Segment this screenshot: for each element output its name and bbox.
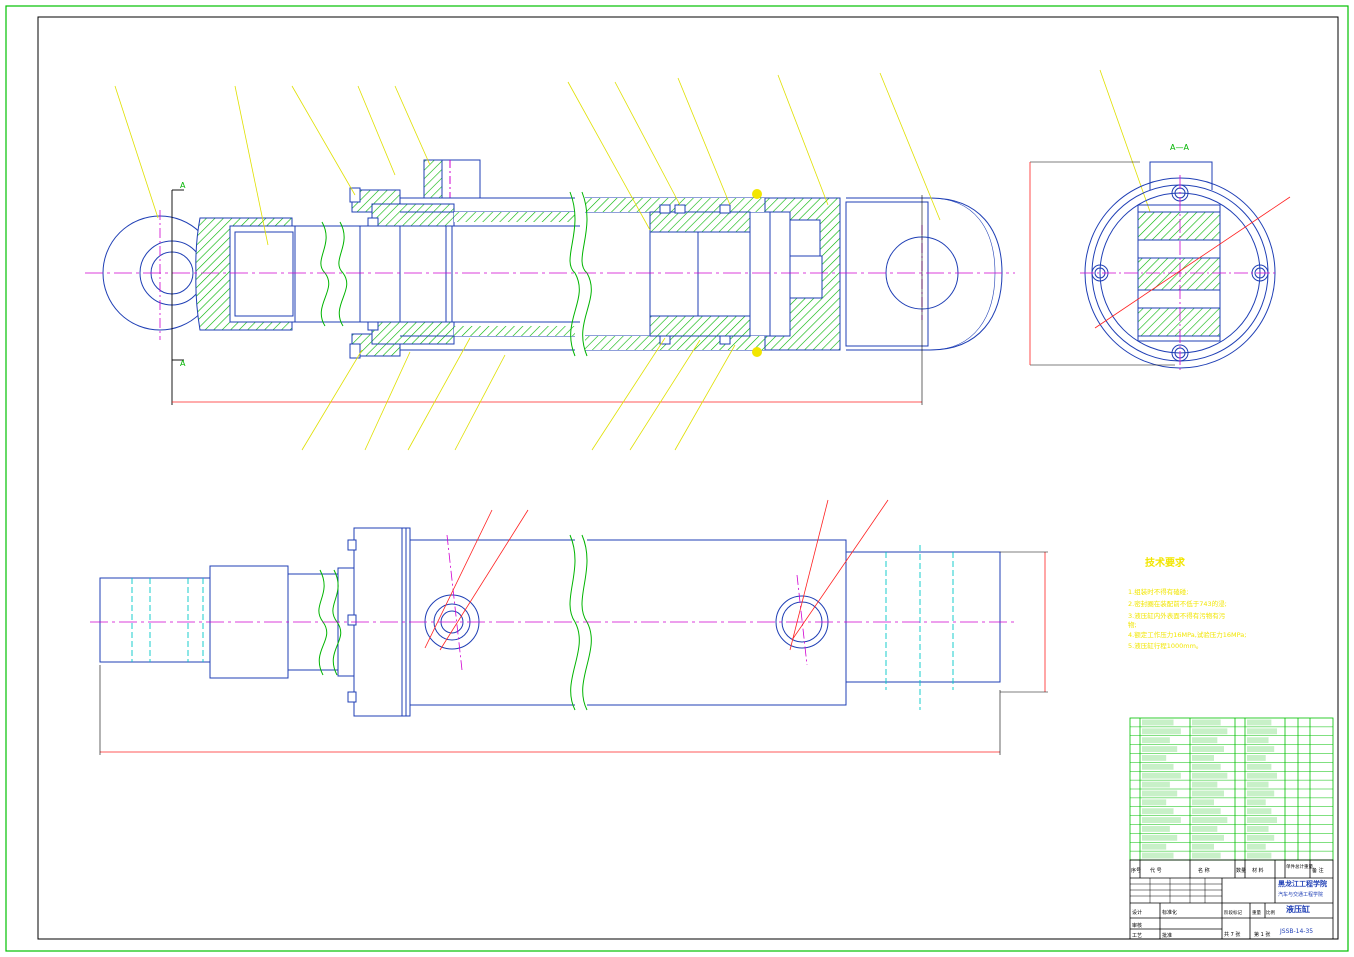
bom-header-index: 序号 (1131, 867, 1141, 874)
bom-cell-placeholder (1247, 772, 1278, 779)
barrel-external (410, 539, 847, 706)
bom-header-weight: 单件总计重量 (1286, 863, 1313, 870)
cylinder-head (371, 203, 455, 227)
row-label-standard: 标准化 (1162, 909, 1177, 916)
school-name: 黑龙江工程学院 (1278, 879, 1327, 888)
bom-cell-placeholder (1142, 817, 1181, 823)
bom-cell-placeholder (1247, 746, 1275, 752)
bom-header-code: 代 号 (1150, 867, 1162, 874)
bom-cell-placeholder (1192, 746, 1224, 752)
bom-cell-placeholder (1142, 790, 1178, 797)
drawing-name: 液压缸 (1286, 904, 1310, 914)
bom-cell-placeholder (1192, 790, 1224, 797)
bom-header-remark: 备 注 (1312, 867, 1324, 874)
bom-cell-placeholder (1142, 737, 1170, 744)
row-label-approve: 批准 (1162, 932, 1172, 939)
bom-header-material: 材 料 (1252, 867, 1264, 874)
bom-cell-placeholder (1247, 834, 1275, 841)
bom-cell-placeholder (1142, 852, 1174, 859)
clevis-external (846, 551, 1001, 683)
bom-cell-placeholder (1192, 843, 1214, 850)
mark-label-stage: 阶段标记 (1224, 909, 1242, 916)
bom-cell-placeholder (1142, 826, 1170, 832)
bom-cell-placeholder (1192, 826, 1218, 832)
bom-cell-placeholder (1192, 834, 1224, 841)
bom-cell-placeholder (1192, 763, 1221, 770)
tech-req-line-5: 4.额定工作压力16MPa,试验压力16MPa; (1128, 630, 1246, 639)
bom-cell-placeholder (1192, 781, 1218, 788)
bom-cell-placeholder (1142, 843, 1167, 850)
bom-cell-placeholder (1192, 852, 1221, 859)
bom-cell-placeholder (1247, 808, 1272, 815)
row-label-process: 工艺 (1132, 933, 1142, 939)
bom-cell-placeholder (1247, 737, 1269, 744)
bom-cell-placeholder (1247, 852, 1272, 859)
bom-cell-placeholder (1247, 781, 1269, 788)
bom-cell-placeholder (1247, 763, 1272, 770)
bom-cell-placeholder (1247, 817, 1278, 823)
section-mark-label-bottom: A (180, 359, 186, 368)
bom-cell-placeholder (1142, 746, 1178, 752)
bom-cell-placeholder (1142, 808, 1174, 815)
bom-cell-placeholder (1247, 826, 1269, 832)
clevis-end (846, 197, 1003, 351)
tech-req-line-6: 5.液压缸行程1000mm。 (1128, 641, 1202, 650)
bom-cell-placeholder (1142, 781, 1170, 788)
department-name: 汽车与交通工程学院 (1278, 891, 1323, 898)
tech-req-line-1: 1.组装时不得有磕碰; (1128, 587, 1188, 596)
bom-cell-placeholder (1142, 755, 1167, 761)
bom-cell-placeholder (1142, 772, 1181, 779)
bom-cell-placeholder (1247, 755, 1266, 761)
side-view-title: A—A (1170, 143, 1189, 152)
sheet-border-inner (37, 16, 1339, 940)
sheet-border-outer (5, 5, 1349, 952)
bom-cell-placeholder (1192, 772, 1228, 779)
tech-requirements-title: 技术要求 (1145, 556, 1186, 569)
title-block (1129, 859, 1334, 940)
bom-header-name: 名 称 (1198, 867, 1210, 874)
bom-cell-placeholder (1142, 728, 1181, 735)
bom-cell-placeholder (1247, 843, 1266, 850)
tech-req-line-2: 2.密封圈在装配前不低于743的浸; (1128, 599, 1227, 608)
bom-cell-placeholder (1192, 799, 1214, 806)
break-line (320, 221, 330, 327)
bom-cell-placeholder (1192, 808, 1221, 815)
bom-cell-placeholder (1142, 719, 1174, 726)
bom-cell-placeholder (1192, 755, 1214, 761)
sheet-number: 第 1 张 (1254, 931, 1270, 938)
bom-cell-placeholder (1142, 834, 1178, 841)
bom-cell-placeholder (1192, 728, 1228, 735)
mark-label-weight: 重量 (1252, 909, 1261, 916)
row-label-review: 审核 (1132, 922, 1142, 929)
mark-label-scale: 比例 (1266, 909, 1275, 916)
bom-cell-placeholder (1247, 728, 1278, 735)
bom-cell-placeholder (1247, 799, 1266, 806)
bom-cell-placeholder (1247, 790, 1275, 797)
row-label-design: 设计 (1132, 909, 1142, 916)
section-mark-a (171, 189, 184, 405)
sheets-total: 共 7 张 (1224, 931, 1240, 938)
bom-header-qty: 数量 (1236, 867, 1246, 874)
tech-req-line-4: 物; (1128, 620, 1137, 629)
bom-cell-placeholder (1192, 719, 1221, 726)
bom-cell-placeholder (1192, 737, 1218, 744)
hidden-lines (131, 545, 954, 710)
tech-req-line-3: 3.液压缸内外表面不得有污物有污 (1128, 611, 1226, 620)
rod-end-external (99, 577, 211, 663)
drawing-code: JSSB-14-35 (1279, 928, 1313, 935)
bom-cell-placeholder (1192, 817, 1228, 823)
bom-cell-placeholder (1142, 763, 1174, 770)
section-mark-label-top: A (180, 181, 186, 190)
bom-cell-placeholder (1247, 719, 1272, 726)
section-view-main (102, 159, 1003, 359)
bom-cell-placeholder (1142, 799, 1167, 806)
